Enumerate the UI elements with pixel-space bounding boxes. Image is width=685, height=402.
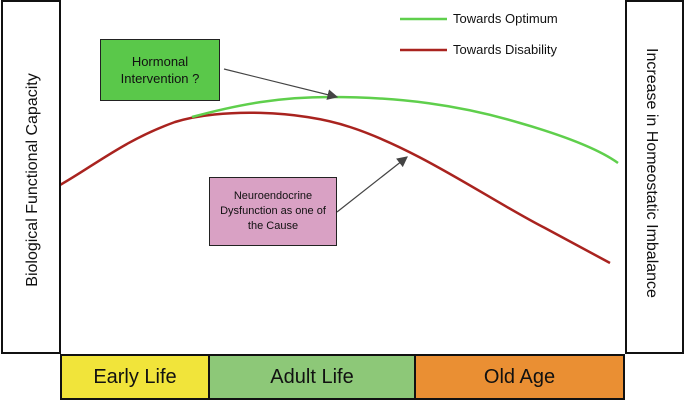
legend-disability-label: Towards Disability: [453, 42, 558, 57]
right-axis-box: [625, 0, 684, 354]
legend-optimum-label: Towards Optimum: [453, 11, 558, 26]
stage-early-life: Early Life: [60, 354, 210, 400]
neuroendocrine-dysfunction-note: Neuroendocrine Dysfunction as one of the…: [209, 177, 337, 246]
left-axis-label: Biological Functional Capacity: [24, 73, 41, 287]
hormonal-pointer-arrow: [223, 68, 339, 100]
stage-adult-life: Adult Life: [208, 354, 416, 400]
right-axis-label: Increase in Homeostatic Imbalance: [643, 48, 660, 298]
stage-old-age: Old Age: [414, 354, 625, 400]
hormonal-intervention-note: Hormonal Intervention ?: [100, 39, 220, 101]
neuroendocrine-pointer-arrow: [336, 156, 408, 213]
optimum-curve: [191, 95, 619, 165]
disability-curve: [59, 111, 611, 265]
left-axis-box: [1, 0, 61, 354]
